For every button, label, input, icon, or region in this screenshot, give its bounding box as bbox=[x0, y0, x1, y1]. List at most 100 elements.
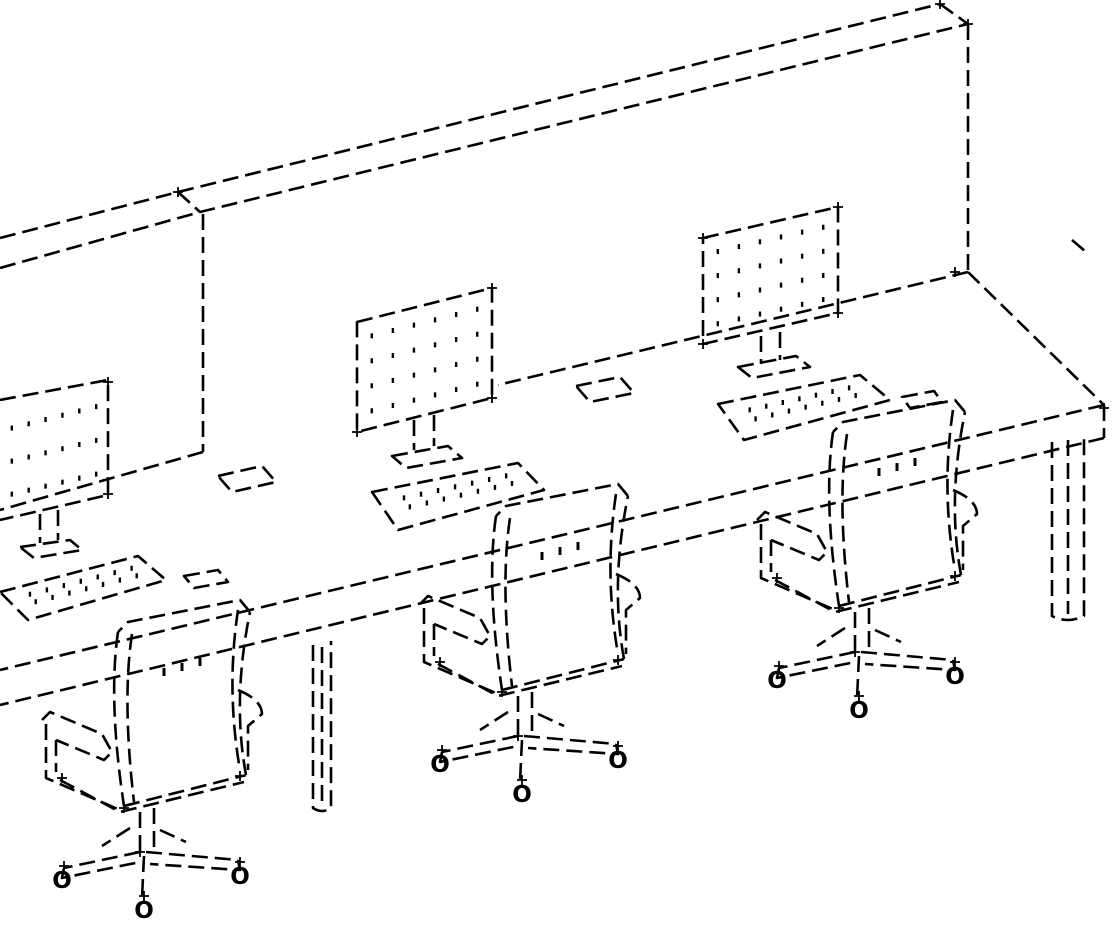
grid-dot bbox=[765, 403, 768, 409]
grid-dot bbox=[79, 578, 82, 584]
chair-outline bbox=[138, 808, 156, 852]
grid-dot bbox=[476, 331, 479, 337]
grommet-center bbox=[574, 375, 636, 404]
grid-dot bbox=[758, 311, 762, 317]
monitor-center bbox=[355, 286, 494, 470]
grid-dot bbox=[822, 224, 825, 230]
chair-outline bbox=[860, 650, 957, 672]
grid-dot bbox=[854, 392, 857, 398]
grid-dot bbox=[779, 306, 783, 312]
grid-dot bbox=[433, 342, 437, 348]
grid-dot bbox=[94, 471, 98, 477]
grommet-left bbox=[216, 464, 278, 494]
plus-mark bbox=[833, 202, 843, 212]
plus-mark bbox=[854, 691, 864, 701]
grid-dot bbox=[61, 479, 64, 485]
grid-dot bbox=[837, 396, 841, 402]
plus-mark bbox=[698, 339, 708, 349]
plus-mark bbox=[59, 861, 69, 871]
grid-dot bbox=[814, 392, 818, 398]
grid-dot bbox=[44, 483, 47, 489]
plus-mark bbox=[698, 233, 708, 243]
grid-dot bbox=[96, 574, 99, 580]
chair-outline bbox=[60, 850, 141, 880]
grid-dot bbox=[68, 590, 71, 596]
grid-dot bbox=[101, 581, 105, 587]
grid-dot bbox=[779, 258, 783, 264]
plus-mark bbox=[517, 775, 527, 785]
backrest-dot bbox=[198, 658, 202, 666]
grid-dot bbox=[822, 297, 825, 303]
chair-outline bbox=[841, 409, 957, 603]
grid-dot bbox=[370, 333, 373, 339]
grid-dot bbox=[476, 356, 479, 362]
grid-dot bbox=[391, 377, 395, 383]
grid-dot bbox=[78, 475, 81, 481]
caster-wheel: O bbox=[52, 868, 72, 894]
grid-dot bbox=[27, 487, 30, 493]
grid-dot bbox=[847, 385, 851, 391]
plus-mark bbox=[513, 731, 523, 741]
grid-dot bbox=[436, 488, 440, 494]
grid-dot bbox=[10, 491, 14, 497]
grid-dot bbox=[476, 488, 480, 494]
grid-dot bbox=[737, 268, 741, 274]
chair-outline bbox=[504, 493, 620, 687]
keyboard-left bbox=[0, 554, 168, 622]
grid-dot bbox=[781, 400, 785, 406]
chair-outline bbox=[827, 398, 967, 608]
grid-dot bbox=[748, 407, 751, 413]
backrest-dot bbox=[540, 552, 544, 560]
grid-dot bbox=[510, 480, 514, 486]
grid-dot bbox=[470, 480, 474, 486]
grid-dot bbox=[758, 239, 762, 245]
grid-dot bbox=[716, 297, 719, 303]
construction-marks bbox=[103, 0, 1109, 499]
plus-mark bbox=[487, 283, 497, 293]
plus-mark bbox=[613, 741, 623, 751]
grid-dot bbox=[10, 458, 14, 464]
grid-dot bbox=[822, 272, 825, 278]
chair-outline bbox=[775, 650, 856, 680]
grid-dot bbox=[433, 317, 437, 323]
caster-wheel: O bbox=[430, 752, 450, 778]
grid-dot bbox=[476, 306, 479, 312]
grid-dot bbox=[787, 408, 791, 414]
chair-outline bbox=[853, 608, 871, 652]
grid-dot bbox=[113, 570, 116, 576]
grid-dot bbox=[61, 412, 64, 418]
chair-outline bbox=[952, 488, 979, 570]
chair-outline bbox=[145, 850, 242, 872]
plus-mark bbox=[772, 573, 782, 583]
caster-wheel: O bbox=[512, 782, 532, 808]
grid-dot bbox=[716, 273, 719, 279]
grid-dot bbox=[476, 381, 479, 387]
grid-dot bbox=[62, 583, 66, 589]
grid-dot bbox=[433, 367, 437, 373]
desk-leg-front bbox=[311, 641, 333, 813]
chair-outline bbox=[518, 739, 524, 783]
grid-dot bbox=[402, 495, 406, 501]
caster-wheel: O bbox=[849, 698, 869, 724]
grid-dot bbox=[370, 383, 373, 389]
grid-dot bbox=[821, 400, 824, 406]
plus-mark bbox=[487, 393, 497, 403]
grid-dot bbox=[412, 347, 416, 353]
chair-outline bbox=[59, 778, 245, 814]
plus-mark bbox=[135, 847, 145, 857]
grid-dot bbox=[798, 396, 801, 402]
grid-dot bbox=[454, 337, 458, 343]
grid-dot bbox=[758, 263, 762, 269]
plus-mark bbox=[833, 308, 843, 318]
grid-dot bbox=[758, 287, 762, 293]
keyboard-center bbox=[370, 461, 546, 532]
backrest-dot bbox=[558, 547, 562, 555]
grid-dot bbox=[45, 587, 49, 593]
chair-outline bbox=[438, 734, 519, 764]
grid-dot bbox=[78, 408, 81, 414]
chair-outline bbox=[774, 578, 960, 614]
partition-screen bbox=[0, 2, 970, 452]
grid-dot bbox=[370, 408, 373, 414]
grid-dot bbox=[118, 577, 122, 583]
